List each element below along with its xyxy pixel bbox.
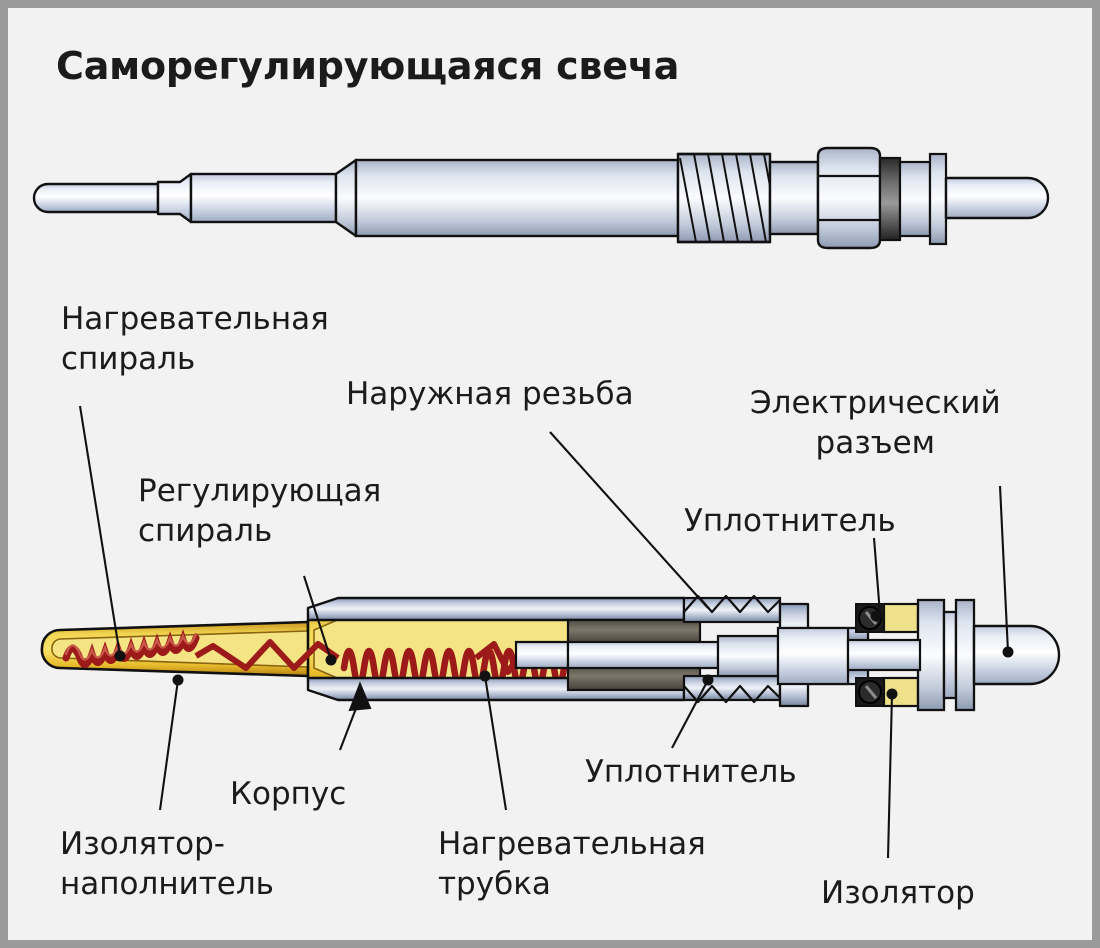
label-insulator: Изолятор [821, 875, 975, 911]
diagram-canvas: Саморегулирующаяся свеча [8, 8, 1092, 940]
coil-link-wire [194, 639, 340, 671]
label-regulating-coil: Регулирующая спираль [138, 473, 382, 549]
label-heating-coil: Нагревательная спираль [61, 301, 329, 377]
insulator-upper [882, 602, 920, 634]
exterior-collar [768, 160, 820, 236]
insulator-filler [566, 618, 702, 692]
label-insulator-filler: Изолятор- наполнитель [60, 826, 274, 902]
washer-a [916, 598, 946, 712]
cutaway-view [40, 405, 1061, 859]
label-seal-lower: Уплотнитель [585, 754, 797, 790]
exterior-washer-a [898, 160, 932, 238]
center-rod-front [514, 640, 570, 670]
inner-sleeve [716, 634, 780, 678]
label-electrical-connector: Электрический разъем [750, 385, 1001, 461]
center-rod-right [846, 638, 922, 672]
flange [954, 598, 976, 712]
page-title: Саморегулирующаяся свеча [56, 44, 680, 88]
label-heating-tube: Нагревательная трубка [438, 826, 706, 902]
exterior-plug-body [32, 158, 680, 238]
heating-coil-highlight [64, 632, 198, 661]
seal-lower [855, 677, 885, 707]
label-seal-upper: Уплотнитель [684, 503, 896, 539]
label-housing: Корпус [230, 776, 347, 812]
center-rod-mid [566, 640, 720, 670]
exterior-terminal-pin [944, 176, 1050, 220]
inner-sleeve-2 [776, 626, 850, 686]
label-outer-thread: Наружная резьба [346, 376, 634, 412]
washer-gap [942, 610, 958, 700]
leader-lines [78, 405, 1014, 859]
terminal-pin [972, 624, 1061, 686]
heating-coil [62, 629, 200, 668]
exterior-view [32, 146, 1050, 250]
